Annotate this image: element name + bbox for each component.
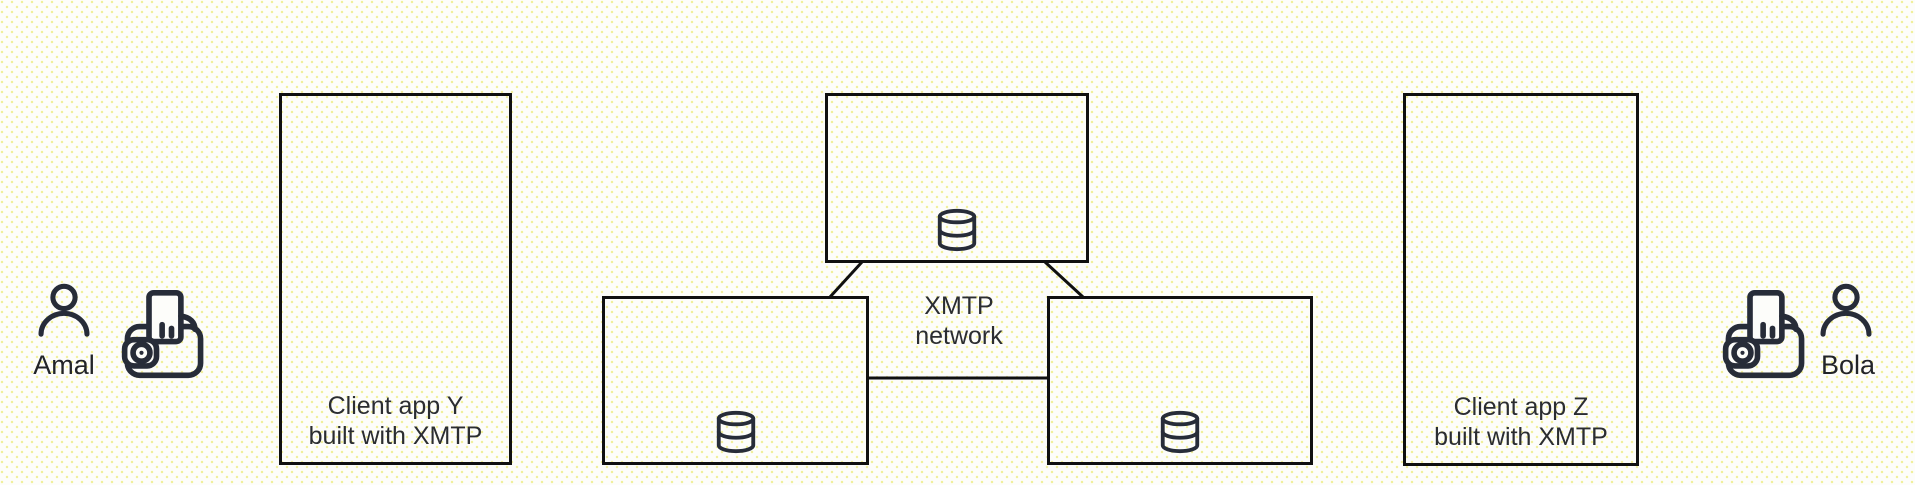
database-icon xyxy=(1160,410,1200,454)
client-app-z-box: Client app Z built with XMTP xyxy=(1403,93,1639,466)
person-icon xyxy=(38,283,90,337)
database-icon xyxy=(716,410,755,454)
wallet-icon xyxy=(121,289,204,379)
caption-line-1: Client app Y xyxy=(327,392,464,420)
caption-line-2: built with XMTP xyxy=(308,422,483,450)
caption-line-2: built with XMTP xyxy=(1434,423,1608,451)
connector-top-to-right-node xyxy=(1043,260,1085,299)
network-node-left xyxy=(602,296,869,465)
network-label: XMTP network xyxy=(869,291,1049,351)
actor-label-amal: Amal xyxy=(33,350,95,380)
person-icon xyxy=(1820,283,1872,337)
network-label-line-2: network xyxy=(915,322,1003,350)
client-app-y-caption: Client app Y built with XMTP xyxy=(282,391,509,451)
connector-top-to-left-node xyxy=(828,260,864,299)
network-label-line-1: XMTP xyxy=(924,292,994,320)
network-node-top xyxy=(825,93,1089,263)
actor-label-bola: Bola xyxy=(1820,350,1876,380)
network-node-right xyxy=(1047,296,1313,465)
client-app-z-caption: Client app Z built with XMTP xyxy=(1406,392,1636,452)
database-icon xyxy=(937,208,977,252)
client-app-y-box: Client app Y built with XMTP xyxy=(279,93,512,465)
caption-line-1: Client app Z xyxy=(1453,393,1589,421)
wallet-icon xyxy=(1722,289,1805,379)
